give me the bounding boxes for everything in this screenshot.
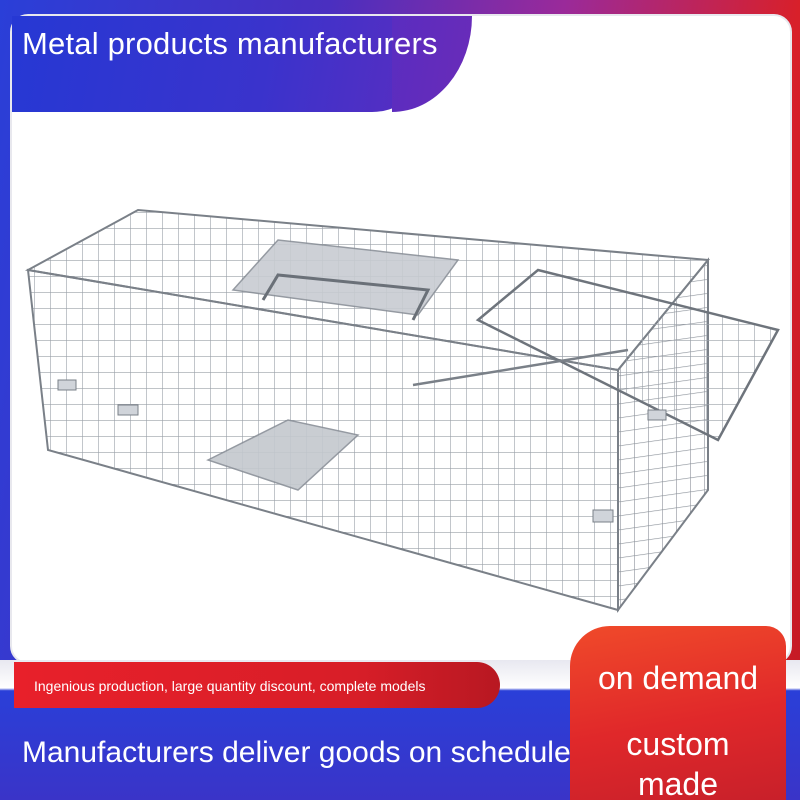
badge-line-3: made	[637, 766, 719, 802]
custom-badge	[570, 626, 786, 800]
badge-line-1: on demand	[597, 660, 759, 696]
tagline-bar	[14, 662, 500, 708]
handle	[261, 273, 431, 321]
page-title: Metal products manufacturers	[22, 26, 438, 61]
delivery-slogan: Manufacturers deliver goods on schedule	[22, 736, 571, 769]
badge-line-2: custom	[626, 726, 730, 762]
wire-cage-trap-image	[24, 208, 780, 613]
tagline: Ingenious production, large quantity dis…	[34, 678, 426, 694]
trigger-plate	[206, 419, 360, 491]
door	[475, 268, 780, 442]
handle-plate	[231, 239, 460, 316]
title-tab	[12, 16, 472, 112]
